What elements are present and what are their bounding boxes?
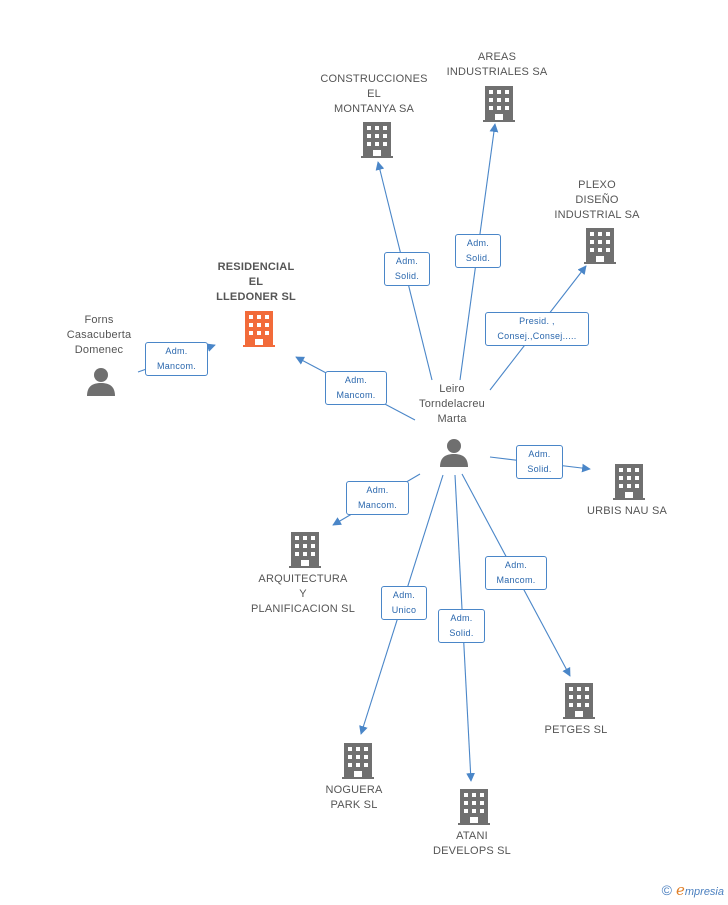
edge-label-leiro-residencial: Adm. Mancom.	[325, 371, 387, 405]
node-label-petges: PETGES SL	[544, 724, 608, 736]
node-label-residencial: RESIDENCIAL EL LLEDONER SL	[216, 261, 296, 303]
building-icon[interactable]	[483, 86, 515, 122]
copyright-icon: ©	[661, 882, 672, 898]
edge-label-leiro-petges: Adm. Mancom.	[485, 556, 547, 590]
edge-label-forns-residencial: Adm. Mancom.	[145, 342, 208, 376]
building-icon[interactable]	[584, 228, 616, 264]
node-label-forns: Forns Casacuberta Domenec	[66, 314, 132, 356]
edge-label-leiro-areas: Adm. Solid.	[455, 234, 501, 268]
edge-label-leiro-noguera: Adm. Unico	[381, 586, 427, 620]
building-icon[interactable]	[342, 743, 374, 779]
person-icon[interactable]	[439, 437, 469, 467]
edge-label-leiro-atani: Adm. Solid.	[438, 609, 485, 643]
node-label-plexo: PLEXO DISEÑO INDUSTRIAL SA	[554, 179, 640, 221]
node-label-urbis: URBIS NAU SA	[586, 505, 668, 517]
node-label-arquitectura: ARQUITECTURA Y PLANIFICACION SL	[250, 573, 356, 615]
building-icon[interactable]	[458, 789, 490, 825]
edge-label-leiro-arquitectura: Adm. Mancom.	[346, 481, 409, 515]
node-label-noguera: NOGUERA PARK SL	[325, 784, 383, 811]
person-icon[interactable]	[86, 366, 116, 396]
edge-label-leiro-construcciones: Adm. Solid.	[384, 252, 430, 286]
edge-label-leiro-plexo: Presid. , Consej.,Consej.....	[485, 312, 589, 346]
building-icon[interactable]	[289, 532, 321, 568]
building-icon[interactable]	[563, 683, 595, 719]
building-icon[interactable]	[361, 122, 393, 158]
edge-label-leiro-urbis: Adm. Solid.	[516, 445, 563, 479]
brand-logo-initial: e	[675, 881, 685, 899]
node-label-areas: AREAS INDUSTRIALES SA	[446, 51, 548, 78]
building-icon[interactable]	[613, 464, 645, 500]
brand-logo-text: mpresia	[684, 886, 724, 898]
copyright-brand: ©empresia	[662, 881, 724, 899]
node-label-leiro: Leiro Torndelacreu Marta	[419, 383, 485, 425]
node-label-construcciones: CONSTRUCCIONES EL MONTANYA SA	[320, 73, 428, 115]
building-icon[interactable]	[243, 311, 275, 347]
node-label-atani: ATANI DEVELOPS SL	[432, 830, 511, 857]
